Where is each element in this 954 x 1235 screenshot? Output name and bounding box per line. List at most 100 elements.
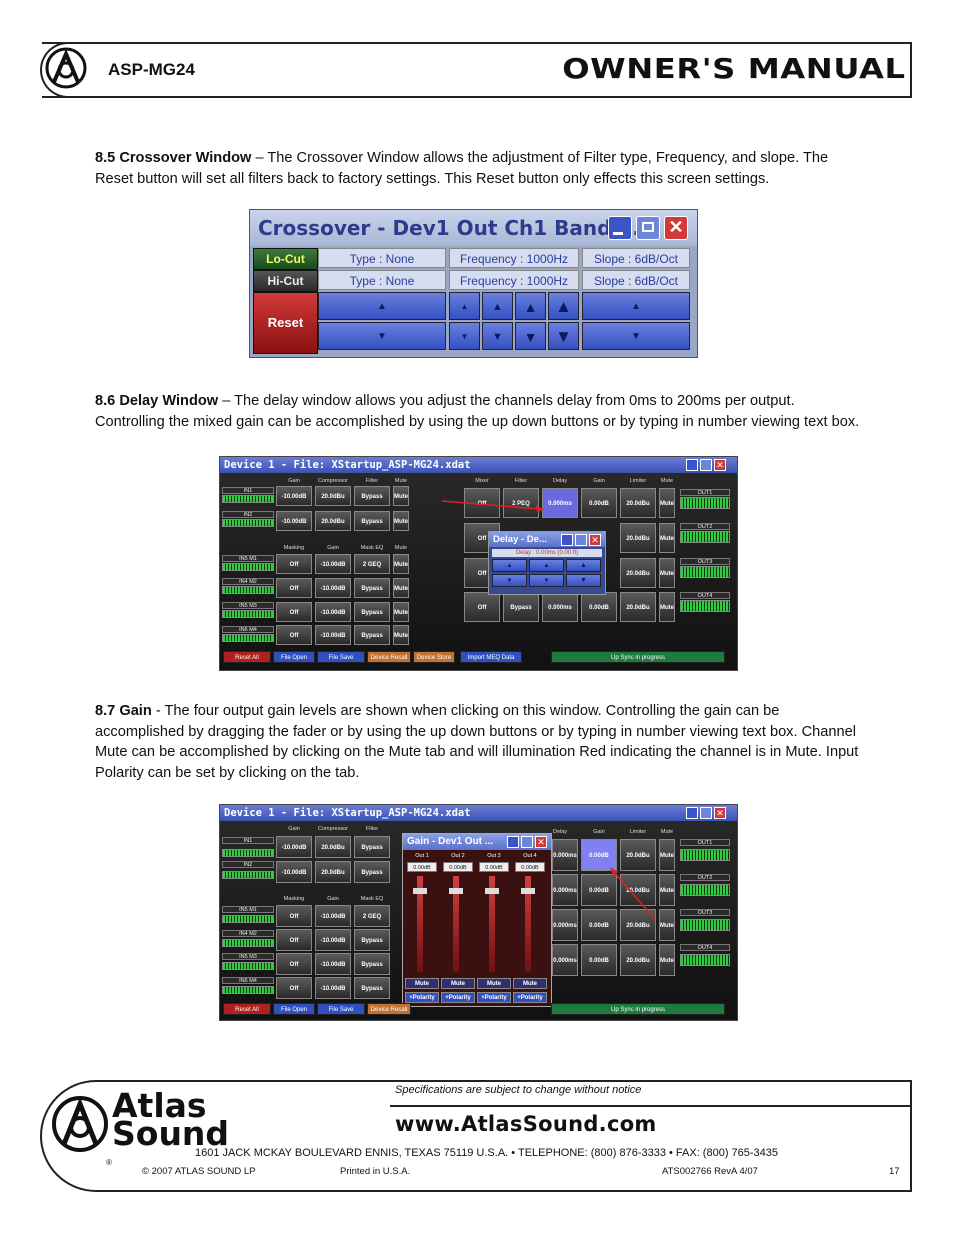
mix-masking-tile[interactable]: Off bbox=[276, 929, 312, 951]
out-mixer-tile[interactable]: Off bbox=[464, 592, 500, 622]
file-open-button[interactable]: File Open bbox=[273, 1003, 315, 1015]
freq-up-2-button[interactable]: ▲ bbox=[482, 292, 513, 320]
maximize-button[interactable] bbox=[521, 836, 533, 848]
out-mute-tile[interactable]: Mute bbox=[659, 488, 675, 518]
mix-eq-tile[interactable]: Bypass bbox=[354, 977, 390, 999]
out-mute-tile[interactable]: Mute bbox=[659, 592, 675, 622]
input-filter-tile[interactable]: Bypass bbox=[354, 511, 390, 531]
out-gain-tile[interactable]: 0.00dB bbox=[581, 488, 617, 518]
gain-fader-handle[interactable] bbox=[413, 888, 427, 894]
mix-eq-tile[interactable]: 2 GEQ bbox=[354, 905, 390, 927]
device-recall-button[interactable]: Device Recall bbox=[367, 1003, 411, 1015]
mix-masking-tile[interactable]: Off bbox=[276, 905, 312, 927]
input-filter-tile[interactable]: Bypass bbox=[354, 861, 390, 883]
out-mute-tile[interactable]: Mute bbox=[659, 944, 675, 976]
delay-down-2-button[interactable]: ▼ bbox=[529, 574, 564, 587]
mix-masking-tile[interactable]: Off bbox=[276, 977, 312, 999]
out-limiter-tile[interactable]: 20.0dBu bbox=[620, 944, 656, 976]
input-gain-tile[interactable]: -10.00dB bbox=[276, 861, 312, 883]
website-link[interactable]: www.AtlasSound.com bbox=[395, 1112, 657, 1136]
out-delay-tile[interactable]: 0.000ms bbox=[552, 909, 578, 941]
device-store-button[interactable]: Device Store bbox=[413, 651, 455, 663]
gain-polarity-button[interactable]: +Polarity bbox=[405, 992, 439, 1003]
out-delay-tile[interactable]: 0.000ms bbox=[552, 944, 578, 976]
out-limiter-tile[interactable]: 20.0dBu bbox=[620, 523, 656, 553]
input-filter-tile[interactable]: Bypass bbox=[354, 486, 390, 506]
out-gain-tile[interactable]: 0.00dB bbox=[581, 839, 617, 871]
slope-down-button[interactable]: ▼ bbox=[582, 322, 690, 350]
file-save-button[interactable]: File Save bbox=[317, 1003, 365, 1015]
slope-up-button[interactable]: ▲ bbox=[582, 292, 690, 320]
mix-gain-tile[interactable]: -10.00dB bbox=[315, 625, 351, 645]
mix-eq-tile[interactable]: Bypass bbox=[354, 578, 390, 598]
gain-value-field[interactable]: 0.00dB bbox=[443, 862, 473, 872]
out-gain-tile[interactable]: 0.00dB bbox=[581, 944, 617, 976]
minimize-button[interactable] bbox=[686, 459, 698, 471]
minimize-button[interactable] bbox=[561, 534, 573, 546]
mix-gain-tile[interactable]: -10.00dB bbox=[315, 602, 351, 622]
hi-cut-button[interactable]: Hi-Cut bbox=[253, 270, 318, 292]
freq-down-3-button[interactable]: ▼ bbox=[515, 322, 546, 350]
maximize-button[interactable] bbox=[700, 459, 712, 471]
out-gain-tile[interactable]: 0.00dB bbox=[581, 874, 617, 906]
file-open-button[interactable]: File Open bbox=[273, 651, 315, 663]
gain-mute-button[interactable]: Mute bbox=[513, 978, 547, 989]
delay-down-3-button[interactable]: ▼ bbox=[566, 574, 601, 587]
gain-polarity-button[interactable]: +Polarity bbox=[477, 992, 511, 1003]
gain-mute-button[interactable]: Mute bbox=[441, 978, 475, 989]
freq-up-4-button[interactable]: ▲ bbox=[548, 292, 579, 320]
out-mute-tile[interactable]: Mute bbox=[659, 874, 675, 906]
out-limiter-tile[interactable]: 20.0dBu bbox=[620, 592, 656, 622]
gain-fader-handle[interactable] bbox=[521, 888, 535, 894]
gain-fader-track[interactable] bbox=[489, 876, 495, 972]
out-delay-tile[interactable]: 0.000ms bbox=[552, 839, 578, 871]
mix-gain-tile[interactable]: -10.00dB bbox=[315, 554, 351, 574]
hi-type-field[interactable]: Type : None bbox=[318, 270, 446, 290]
mix-gain-tile[interactable]: -10.00dB bbox=[315, 977, 351, 999]
lo-cut-button[interactable]: Lo-Cut bbox=[253, 248, 318, 270]
file-save-button[interactable]: File Save bbox=[317, 651, 365, 663]
gain-fader-handle[interactable] bbox=[449, 888, 463, 894]
mix-gain-tile[interactable]: -10.00dB bbox=[315, 578, 351, 598]
out-mute-tile[interactable]: Mute bbox=[659, 839, 675, 871]
input-gain-tile[interactable]: -10.00dB bbox=[276, 486, 312, 506]
input-filter-tile[interactable]: Bypass bbox=[354, 836, 390, 858]
gain-mute-button[interactable]: Mute bbox=[405, 978, 439, 989]
delay-up-2-button[interactable]: ▲ bbox=[529, 559, 564, 572]
out-delay-tile[interactable]: 0.000ms bbox=[552, 874, 578, 906]
mix-gain-tile[interactable]: -10.00dB bbox=[315, 953, 351, 975]
out-delay-tile[interactable]: 0.000ms bbox=[542, 488, 578, 518]
input-gain-tile[interactable]: -10.00dB bbox=[276, 836, 312, 858]
gain-fader-track[interactable] bbox=[525, 876, 531, 972]
mix-masking-tile[interactable]: Off bbox=[276, 602, 312, 622]
input-comp-tile[interactable]: 20.0dBu bbox=[315, 511, 351, 531]
delay-value-field[interactable]: Delay : 0.00ms (0.00 ft) bbox=[492, 549, 602, 557]
mix-mute-tile[interactable]: Mute bbox=[393, 554, 409, 574]
mix-eq-tile[interactable]: Bypass bbox=[354, 929, 390, 951]
mix-masking-tile[interactable]: Off bbox=[276, 578, 312, 598]
out-limiter-tile[interactable]: 20.0dBu bbox=[620, 839, 656, 871]
input-gain-tile[interactable]: -10.00dB bbox=[276, 511, 312, 531]
maximize-button[interactable] bbox=[575, 534, 587, 546]
device-recall-button[interactable]: Device Recall bbox=[367, 651, 411, 663]
close-button[interactable]: ✕ bbox=[589, 534, 601, 546]
gain-polarity-button[interactable]: +Polarity bbox=[513, 992, 547, 1003]
reset-all-button[interactable]: Reset All bbox=[223, 1003, 271, 1015]
gain-mute-button[interactable]: Mute bbox=[477, 978, 511, 989]
close-button[interactable]: ✕ bbox=[664, 216, 688, 240]
mix-masking-tile[interactable]: Off bbox=[276, 625, 312, 645]
input-comp-tile[interactable]: 20.0dBu bbox=[315, 861, 351, 883]
type-up-button[interactable]: ▲ bbox=[318, 292, 446, 320]
maximize-button[interactable] bbox=[700, 807, 712, 819]
lo-type-field[interactable]: Type : None bbox=[318, 248, 446, 268]
minimize-button[interactable] bbox=[686, 807, 698, 819]
mix-eq-tile[interactable]: Bypass bbox=[354, 953, 390, 975]
delay-up-1-button[interactable]: ▲ bbox=[492, 559, 527, 572]
maximize-button[interactable] bbox=[636, 216, 660, 240]
lo-slope-field[interactable]: Slope : 6dB/Oct bbox=[582, 248, 690, 268]
out-filter-tile[interactable]: Bypass bbox=[503, 592, 539, 622]
delay-up-3-button[interactable]: ▲ bbox=[566, 559, 601, 572]
import-meq-button[interactable]: Import MEQ Data bbox=[460, 651, 522, 663]
mix-mute-tile[interactable]: Mute bbox=[393, 625, 409, 645]
mix-eq-tile[interactable]: 2 GEQ bbox=[354, 554, 390, 574]
